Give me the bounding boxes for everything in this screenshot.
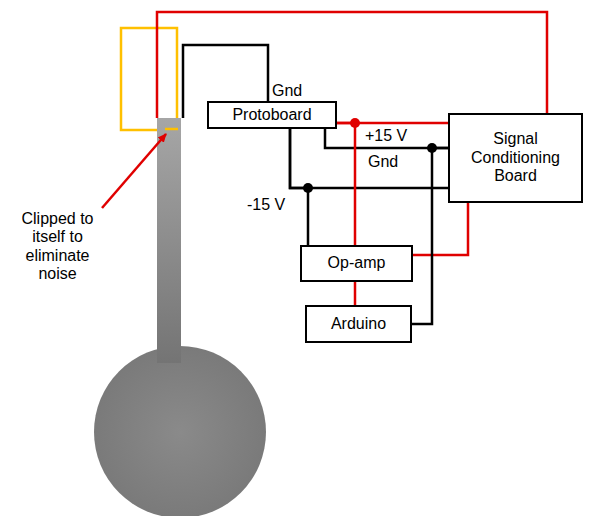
probe-bulb [94,346,266,516]
probe-stem [157,118,181,363]
component-box: Arduino [305,305,412,343]
wire [412,148,448,324]
net-label: Gnd [368,153,398,171]
wire [413,203,468,255]
voltage-label: +15 V [365,127,407,145]
board-box: Protoboard [207,101,337,129]
clip-wire [121,28,177,130]
box-text: Protoboard [232,106,311,124]
box-text: Op-amp [328,254,386,272]
leader-arrow [102,134,166,208]
component-box: Op-amp [300,245,413,282]
net-label: Gnd [272,82,302,100]
wire [337,123,355,245]
note-label: Clipped to itself to eliminate noise [5,210,110,284]
clip-wire [165,128,178,131]
box-text: Signal Conditioning Board [456,130,575,185]
wire [354,282,357,305]
junction-dot [350,118,360,128]
voltage-label: -15 V [247,196,285,214]
junction-dot [427,143,437,153]
box-text: Arduino [331,315,386,333]
board-box: Signal Conditioning Board [448,113,583,203]
junction-dot [303,183,313,193]
